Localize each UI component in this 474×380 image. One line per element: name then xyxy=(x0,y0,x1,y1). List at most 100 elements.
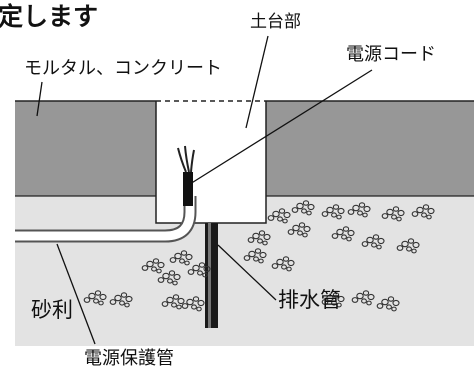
gravel-pebble xyxy=(416,206,424,214)
page-title: 定します xyxy=(0,2,99,31)
gravel-pebble xyxy=(186,298,194,306)
gravel-pebble xyxy=(392,206,400,212)
mortar-slab-left xyxy=(15,101,156,196)
foundation-box xyxy=(156,101,266,223)
gravel-pebble xyxy=(392,299,400,307)
gravel-pebble xyxy=(171,302,177,308)
gravel-pebble xyxy=(259,251,267,259)
mortar-slab-right xyxy=(266,101,474,196)
gravel-pebble xyxy=(247,237,255,243)
label-mortar-concrete: モルタル、コンクリート xyxy=(24,58,222,79)
gravel-pebble xyxy=(262,240,268,246)
gravel-pebble xyxy=(381,298,389,306)
gravel-pebble xyxy=(282,218,288,224)
gravel-pebble xyxy=(347,209,355,215)
gravel-pebble xyxy=(109,299,117,305)
label-foundation: 土台部 xyxy=(250,12,301,32)
gravel-pebble xyxy=(287,229,295,235)
gravel-pebble xyxy=(336,228,344,236)
gravel-pebble xyxy=(177,297,185,305)
gravel-pebble xyxy=(146,260,154,268)
gravel-pebble xyxy=(361,298,367,304)
gravel-pebble xyxy=(302,232,308,238)
power-cord-wire-1 xyxy=(177,147,187,173)
gravel-pebble xyxy=(198,262,206,268)
gravel-pebble xyxy=(411,248,417,254)
power-cord xyxy=(183,172,193,206)
gravel-pebble xyxy=(332,204,340,210)
gravel-pebble xyxy=(119,300,125,306)
gravel-pebble xyxy=(341,234,347,240)
gravel-pebble xyxy=(156,268,162,274)
gravel-pebble xyxy=(291,207,299,213)
gravel-pebble xyxy=(162,272,170,280)
gravel-pebble xyxy=(376,303,384,309)
gravel-pebble xyxy=(124,302,130,308)
gravel-pebble xyxy=(196,306,202,312)
gravel-pebble xyxy=(253,256,259,262)
gravel-pebble xyxy=(276,258,284,266)
gravel-pebble xyxy=(406,246,412,252)
gravel-pebble xyxy=(342,226,350,232)
power-cord-wire-2 xyxy=(184,145,190,173)
gravel-pebble xyxy=(298,222,306,228)
gravel-pebble xyxy=(401,240,409,248)
gravel-pebble xyxy=(337,295,345,303)
gravel-pebble xyxy=(157,277,165,283)
gravel-pebble xyxy=(168,270,176,276)
gravel-pebble xyxy=(358,202,366,208)
label-gravel: 砂利 xyxy=(31,298,73,322)
gravel-pebble xyxy=(412,241,420,249)
gravel-pebble xyxy=(258,230,266,236)
gravel-pebble xyxy=(257,238,263,244)
gravel-pebble xyxy=(326,294,334,302)
gravel-pebble xyxy=(286,266,292,272)
gravel-pebble xyxy=(180,250,188,256)
gravel-pebble xyxy=(277,216,283,222)
leader-mortar xyxy=(36,81,43,117)
gravel-pebble xyxy=(93,298,99,304)
gravel-pebble xyxy=(336,302,342,308)
gravel-pebble xyxy=(185,253,193,261)
gravel-pebble xyxy=(114,294,122,302)
gravel-pebble xyxy=(176,304,182,310)
gravel-pebble xyxy=(331,233,339,239)
gravel-pebble xyxy=(397,209,405,217)
gravel-pebble xyxy=(426,214,432,220)
protective-pipe-inner xyxy=(15,196,195,241)
gravel-pebble xyxy=(411,211,419,217)
gravel-pebble xyxy=(307,203,315,211)
gravel-pebble xyxy=(386,208,394,216)
gravel-pebble xyxy=(332,292,340,298)
gravel-pebble xyxy=(197,299,205,307)
gravel-pebble xyxy=(366,300,372,306)
gravel-pebble xyxy=(98,300,104,306)
power-cord-wire-3 xyxy=(190,149,195,173)
gravel-pebble xyxy=(267,215,275,221)
gravel-pebble xyxy=(297,230,303,236)
gravel-pebble xyxy=(421,212,427,218)
gravel-pebble xyxy=(362,212,368,218)
gravel-pebble xyxy=(174,252,182,260)
gravel-pebble xyxy=(337,207,345,215)
gravel-pebble xyxy=(99,293,107,301)
gravel-pebble xyxy=(407,238,415,244)
gravel-pebble xyxy=(283,211,291,219)
label-power-cord: 電源コード xyxy=(346,44,436,65)
leader-protective-pipe xyxy=(56,243,96,345)
gravel-pebble xyxy=(125,295,133,303)
gravel-pebble xyxy=(301,208,307,214)
gravel-pebble xyxy=(161,301,169,307)
gravel-pebble xyxy=(396,245,404,251)
gravel-pebble xyxy=(352,204,360,212)
gravel-pebble xyxy=(191,304,197,310)
gravel-pebble xyxy=(157,261,165,269)
gravel-pebble xyxy=(321,211,329,217)
gravel-pebble xyxy=(192,296,200,302)
label-drain-pipe: 排水管 xyxy=(278,288,341,312)
gravel-pebble xyxy=(263,233,271,241)
gravel-pebbles xyxy=(83,200,435,312)
gravel-pebble xyxy=(282,256,290,262)
gravel-pebble xyxy=(361,241,369,247)
gravel-pebble xyxy=(367,293,375,301)
